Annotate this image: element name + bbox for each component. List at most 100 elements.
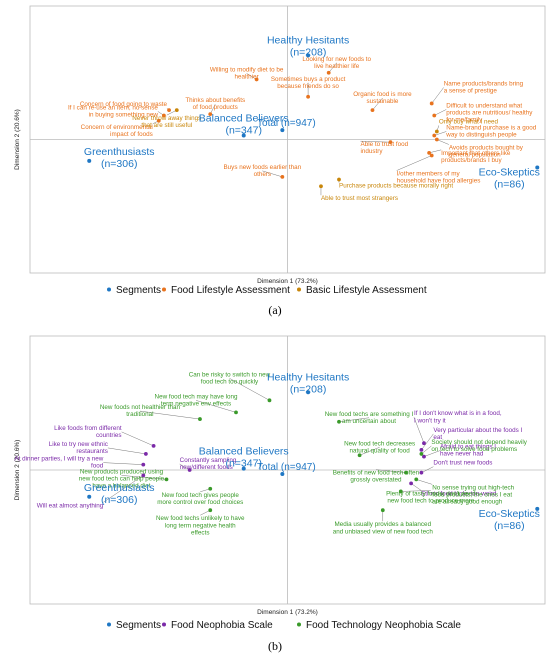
chart-b: Dimension 1 (73.2%)Dimension 2 (20.6%)If… xyxy=(14,335,546,631)
tech_neophobia-point xyxy=(164,477,169,482)
tech_neophobia-leader xyxy=(416,479,433,485)
neophobia-label: Ethnic food looks too weird xyxy=(421,490,497,497)
neophobia-point xyxy=(419,470,424,475)
basic_lifestyle-label: Purchase products because morally right xyxy=(339,183,453,190)
legend-marker xyxy=(107,287,111,292)
tech_neophobia-leader xyxy=(229,378,270,401)
legend-item: Food Neophobia Scale xyxy=(171,620,273,631)
tech_neophobia-point xyxy=(208,486,213,491)
x-axis-label: Dimension 1 (73.2%) xyxy=(257,609,318,616)
tech_neophobia-point xyxy=(337,419,341,424)
food_lifestyle-point xyxy=(429,101,434,106)
segment-label: Total (n=947) xyxy=(257,118,316,129)
neophobia-point xyxy=(141,473,146,478)
neophobia-leader xyxy=(107,447,146,455)
food_lifestyle-point xyxy=(370,108,375,113)
food_lifestyle-point xyxy=(162,113,166,118)
segment-point xyxy=(280,472,285,477)
legend-marker xyxy=(107,622,111,627)
segment-label: Greenthusiasts(n=306) xyxy=(84,146,155,170)
legend-marker xyxy=(162,287,166,292)
segment-point xyxy=(535,506,540,511)
neophobia-label: If I don't know what is in a food,I won'… xyxy=(414,410,502,424)
legend-marker xyxy=(297,287,301,292)
food_lifestyle-point xyxy=(432,133,437,138)
neophobia-label: Will eat almost anything xyxy=(37,502,104,509)
tech_neophobia-leader xyxy=(421,445,432,455)
food_lifestyle-leader xyxy=(262,170,283,178)
neophobia-leader xyxy=(421,466,434,473)
x-axis-label: Dimension 1 (73.2%) xyxy=(257,278,318,285)
neophobia-point xyxy=(151,443,156,448)
segment-label: Greenthusiasts(n=306) xyxy=(84,482,155,506)
food_lifestyle-leader xyxy=(431,87,444,104)
segment-point xyxy=(87,494,92,499)
food_lifestyle-leader xyxy=(246,73,257,80)
food_lifestyle-point xyxy=(429,153,434,158)
legend-item: Basic Lifestyle Assessment xyxy=(306,285,427,296)
food_lifestyle-leader xyxy=(360,140,391,143)
tech_neophobia-leader xyxy=(400,490,431,492)
basic_lifestyle-point xyxy=(174,108,179,113)
neophobia-label: Don't trust new foods xyxy=(433,460,492,467)
food_lifestyle-leader xyxy=(372,98,383,111)
segment-label: Eco-Skeptics(n=86) xyxy=(479,167,540,191)
tech_neophobia-leader xyxy=(338,417,370,422)
neophobia-leader xyxy=(421,433,434,451)
tech_neophobia-point xyxy=(404,470,408,475)
neophobia-point xyxy=(422,454,426,459)
tech_neophobia-leader xyxy=(121,475,167,480)
segment-label: Healthy Hesitants(n=208) xyxy=(267,371,349,395)
neophobia-point xyxy=(419,448,424,452)
segment-point xyxy=(87,158,92,163)
segment-label: Total (n=947) xyxy=(257,462,316,473)
legend-item: Food Technology Neophobia Scale xyxy=(306,620,461,631)
tech_neophobia-point xyxy=(419,452,424,456)
caption-b: (b) xyxy=(268,639,282,653)
food_lifestyle-leader xyxy=(434,131,447,136)
y-axis-label: Dimension 2 (20.6%) xyxy=(14,109,21,170)
tech_neophobia-point xyxy=(398,489,403,494)
food_lifestyle-point xyxy=(306,94,310,99)
food_lifestyle-point xyxy=(434,137,439,142)
basic_lifestyle-point xyxy=(337,177,341,182)
segment-label: Balanced Believers(n=347) xyxy=(199,446,289,470)
tech_neophobia-point xyxy=(357,453,362,458)
neophobia-leader xyxy=(103,462,144,465)
legend-item: Segments xyxy=(116,620,161,631)
neophobia-point xyxy=(409,481,413,486)
neophobia-point xyxy=(141,462,146,467)
food_lifestyle-point xyxy=(208,112,213,117)
segment-point xyxy=(535,165,540,170)
segment-point xyxy=(241,133,246,138)
tech_neophobia-point xyxy=(414,477,419,482)
food_lifestyle-point xyxy=(432,113,437,118)
segment-point xyxy=(306,53,311,58)
neophobia-point xyxy=(422,441,426,446)
